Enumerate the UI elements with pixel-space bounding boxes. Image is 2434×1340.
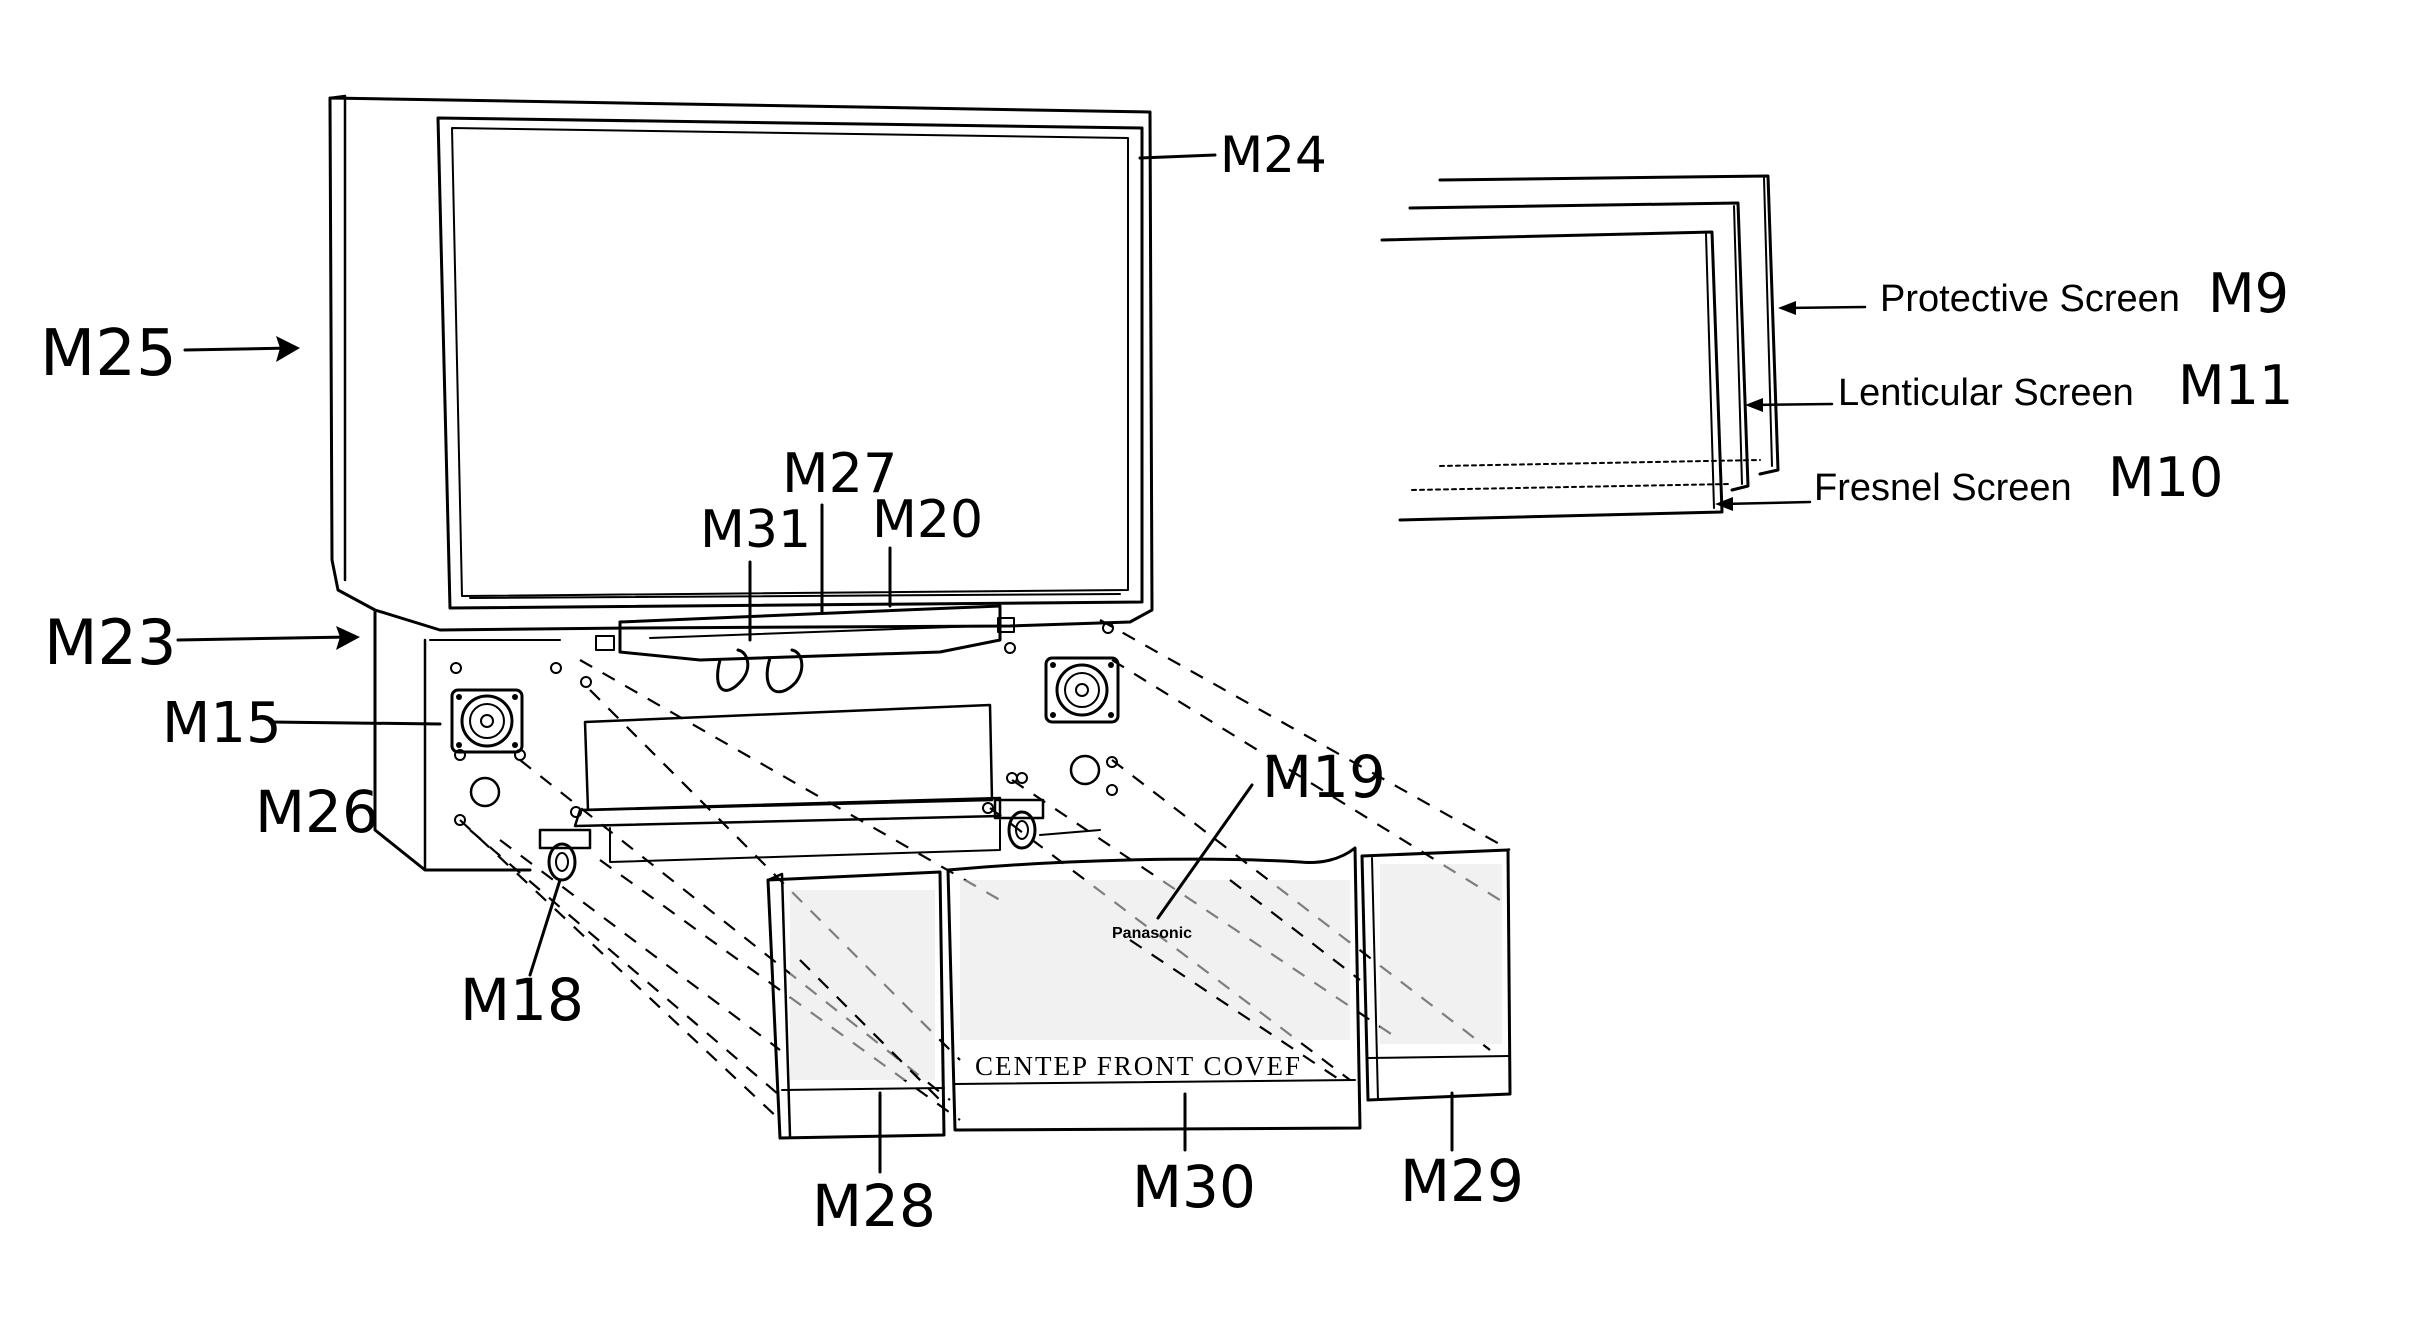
tv-cabinet <box>328 94 1154 632</box>
cover-right-m29 <box>1360 848 1512 1102</box>
caster-right <box>993 798 1045 850</box>
label-m27: M27 <box>782 442 897 505</box>
screen-layers <box>1380 174 1780 522</box>
label-m24: M24 <box>1220 126 1327 184</box>
caster-left <box>538 828 592 882</box>
label-m10: M10 <box>2108 446 2223 509</box>
label-m11: M11 <box>2178 354 2293 417</box>
label-m20: M20 <box>872 490 983 550</box>
label-m25: M25 <box>40 317 177 391</box>
cover-left-m28 <box>766 870 946 1140</box>
speaker-right <box>1044 656 1120 724</box>
fresnel-screen-label: Fresnel Screen <box>1814 467 2072 509</box>
lower-cabinet <box>373 610 1118 872</box>
cover-center-m30 <box>946 846 1362 1132</box>
cover-brand: Panasonic <box>1112 925 1192 942</box>
control-panel <box>595 604 1015 694</box>
cover-text: CENTEP FRONT COVEF <box>975 1051 1302 1081</box>
label-m15: M15 <box>162 691 282 756</box>
screw-holes <box>450 622 1118 826</box>
label-m19: M19 <box>1262 743 1386 811</box>
lenticular-screen-label: Lenticular Screen <box>1838 372 2134 414</box>
label-m26: M26 <box>255 778 379 846</box>
dashed-overlays <box>799 879 1361 1101</box>
protective-screen-label: Protective Screen <box>1880 278 2180 320</box>
label-m18: M18 <box>460 966 584 1034</box>
label-m9: M9 <box>2208 262 2289 325</box>
label-m29: M29 <box>1400 1147 1524 1215</box>
speaker-left <box>450 688 524 754</box>
label-m30: M30 <box>1132 1153 1256 1221</box>
assembly-guide-lines <box>459 619 1511 1121</box>
label-m23: M23 <box>44 606 176 679</box>
label-m28: M28 <box>812 1172 936 1240</box>
label-m31: M31 <box>700 500 811 560</box>
leader-lines <box>176 153 1867 1174</box>
